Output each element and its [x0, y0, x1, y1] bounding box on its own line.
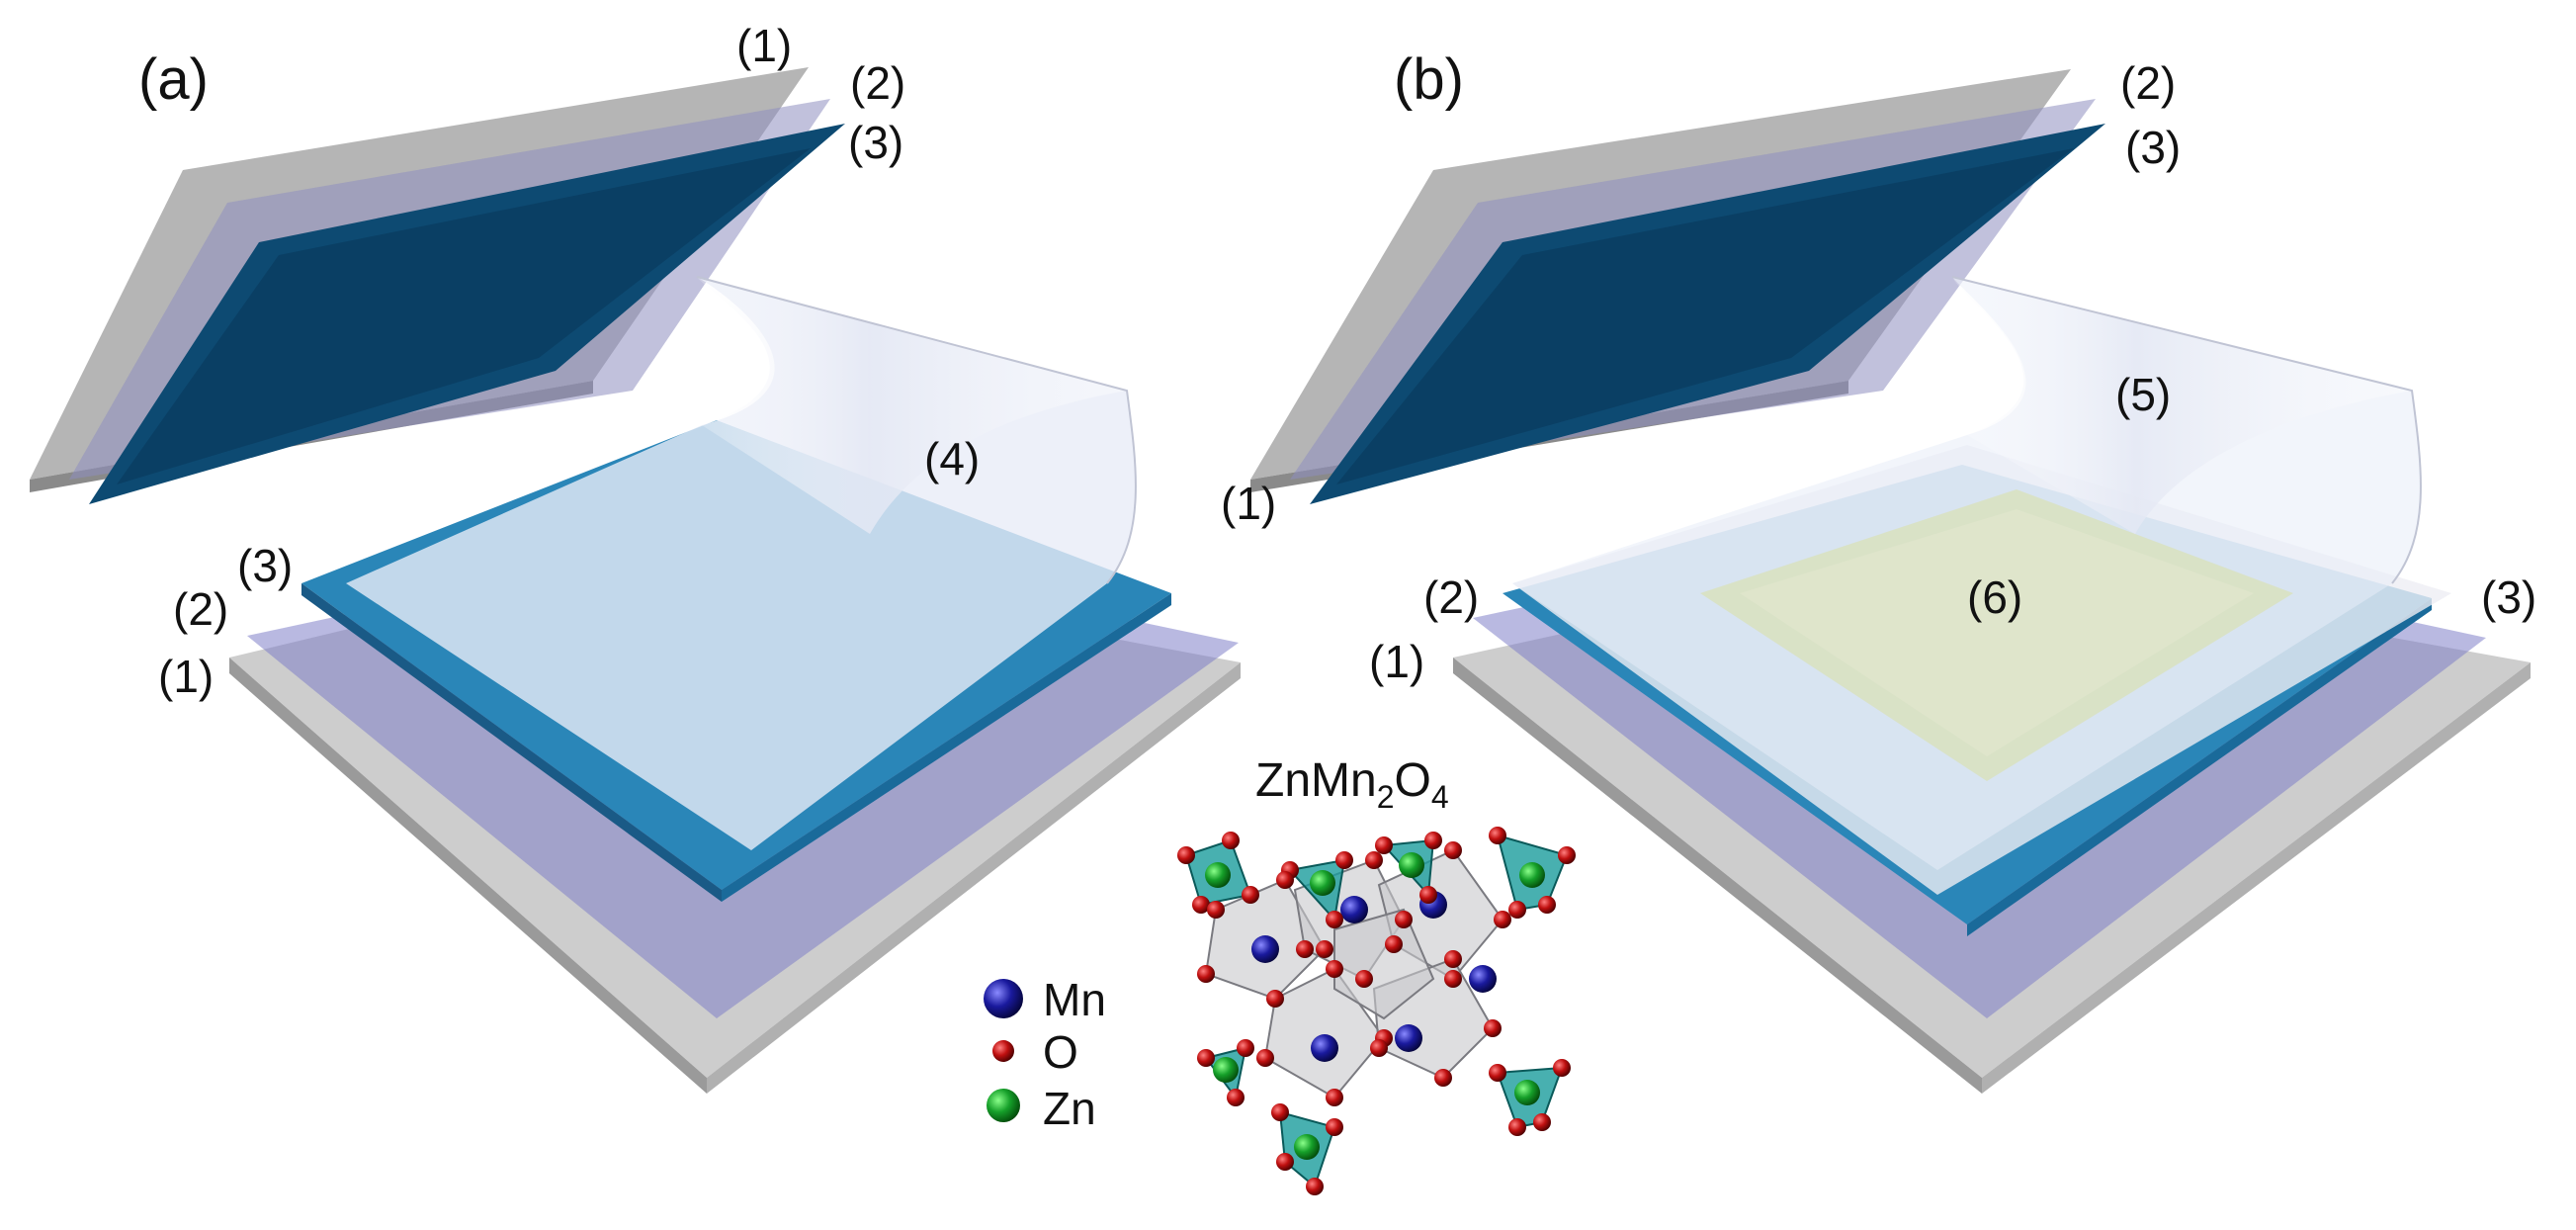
panel-b-label-top-1: (1) — [1221, 478, 1276, 529]
panel-b-top-stack — [1250, 69, 2105, 504]
foil-curl — [697, 277, 1127, 534]
panel-b-label-bottom-3: (3) — [2481, 571, 2536, 623]
bottom-electrolyte-edge — [1967, 598, 2432, 936]
protective-foil-5 — [1512, 276, 2422, 870]
legend-o-label: O — [1043, 1026, 1078, 1078]
panel-a-label-bottom-3: (3) — [237, 540, 293, 591]
legend-mn-swatch — [984, 979, 1023, 1018]
panel-a-top-stack — [30, 67, 845, 504]
panel-b: (b) (2) (3) (1) — [1221, 47, 2536, 1094]
protective-foil-4 — [346, 276, 1137, 850]
o-atoms — [1177, 827, 1576, 1195]
foil-curl — [1952, 277, 2412, 534]
panel-b-label-foil-5: (5) — [2115, 369, 2171, 420]
panel-a: (a) (1) (2) (3) (3) ( — [30, 20, 1241, 1094]
panel-b-label-bottom-2: (2) — [1423, 571, 1479, 623]
panel-a-label-top-1: (1) — [736, 20, 792, 71]
legend-zn-swatch — [987, 1089, 1020, 1122]
crystal-formula: ZnMn2O4 — [1255, 754, 1449, 815]
top-electrolyte-inner — [117, 148, 811, 484]
panel-a-label-top-2: (2) — [850, 57, 905, 109]
panel-a-title: (a) — [138, 47, 209, 112]
panel-a-label-bottom-2: (2) — [173, 583, 228, 635]
legend-zn-label: Zn — [1043, 1083, 1096, 1134]
foil-outline — [696, 276, 1137, 584]
bottom-glass-edge — [229, 658, 707, 1094]
panel-b-label-top-3: (3) — [2125, 122, 2181, 173]
bottom-electrolyte-edge-right — [722, 593, 1171, 902]
panel-b-label-top-2: (2) — [2120, 57, 2176, 109]
atom-legend: Mn O Zn — [984, 974, 1106, 1134]
panel-b-title: (b) — [1394, 47, 1464, 112]
zn-atoms — [1205, 852, 1545, 1160]
panel-b-label-film-6: (6) — [1967, 571, 2022, 623]
legend-o-swatch — [992, 1040, 1014, 1062]
legend-mn-label: Mn — [1043, 974, 1106, 1025]
mn-atoms — [1251, 891, 1497, 1062]
bottom-glass-edge-right — [707, 662, 1241, 1094]
bottom-electrolyte-edge — [301, 583, 722, 902]
panel-a-label-foil-4: (4) — [924, 433, 980, 484]
bottom-glass-edge — [1453, 658, 1982, 1094]
bottom-glass-edge-right — [1982, 662, 2531, 1094]
panel-b-label-bottom-1: (1) — [1369, 636, 1424, 687]
top-electrolyte-inner — [1336, 148, 2074, 484]
panel-a-label-bottom-1: (1) — [158, 651, 214, 702]
crystal-structure: ZnMn2O4 — [984, 754, 1576, 1195]
foil-outline — [1951, 276, 2422, 584]
panel-a-label-top-3: (3) — [848, 117, 903, 168]
